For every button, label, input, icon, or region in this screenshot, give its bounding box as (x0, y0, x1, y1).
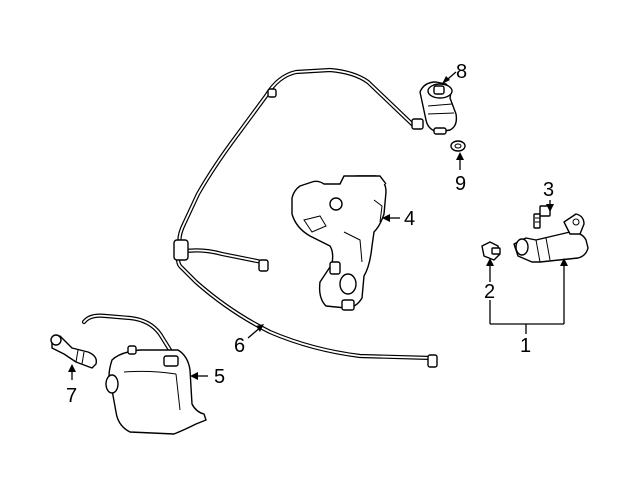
washer-nozzle-assembly (513, 213, 589, 263)
callout-4: 4 (404, 208, 415, 230)
lower-reservoir (81, 313, 207, 435)
callout-5: 5 (214, 366, 225, 388)
callout-9: 9 (455, 173, 466, 195)
callout-1: 1 (520, 335, 531, 357)
pump-grommet (450, 140, 466, 152)
hose-connector (50, 334, 98, 369)
mounting-screw (533, 205, 551, 229)
leader-lines (68, 71, 568, 380)
callout-3: 3 (543, 179, 554, 201)
callout-6: 6 (234, 335, 245, 357)
callout-2: 2 (484, 281, 495, 303)
washer-pump (419, 81, 458, 135)
hose-end-fitting (258, 259, 269, 272)
callout-labels: 8 9 4 3 2 1 6 5 7 (66, 61, 554, 407)
callout-8: 8 (456, 61, 467, 83)
callout-7: 7 (66, 385, 77, 407)
washer-reservoir (291, 175, 387, 311)
hose-end-fitting (427, 354, 438, 368)
hose-end-fitting (411, 118, 424, 130)
nozzle-jet (481, 241, 501, 261)
washer-hose (173, 67, 438, 368)
hose-junction (173, 239, 189, 261)
hose-clip (267, 88, 277, 98)
